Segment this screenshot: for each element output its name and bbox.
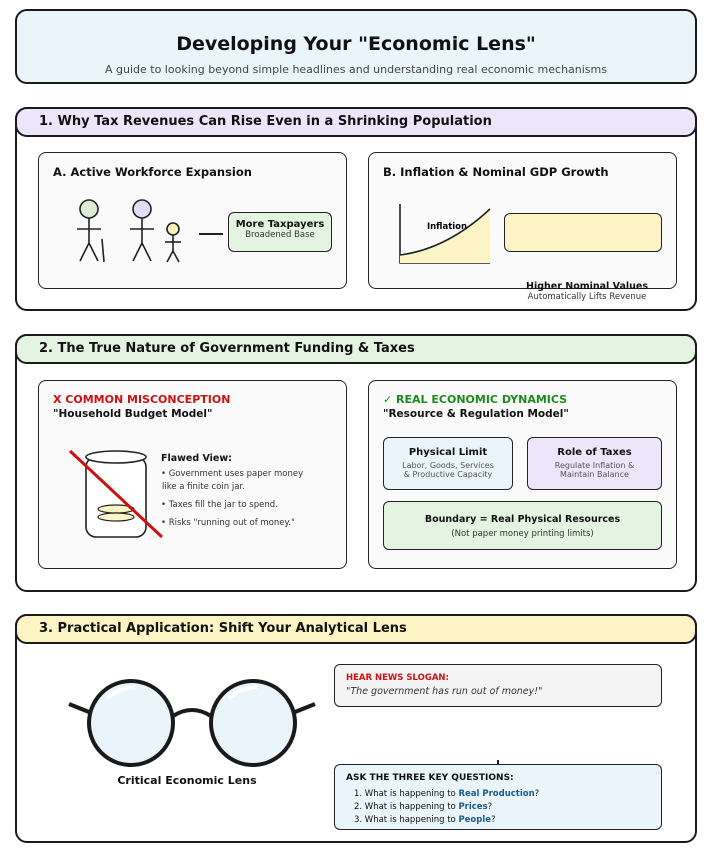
inflation-curve-icon: Inflation [399, 204, 491, 264]
flawed-bullet: • Risks "running out of money." [161, 518, 295, 528]
flawed-view-title: Flawed View: [161, 453, 232, 464]
questions-heading: ASK THE THREE KEY QUESTIONS: [346, 773, 514, 783]
result-title: Higher Nominal Values [526, 281, 648, 292]
question-prefix: 3. What is happening to [354, 815, 459, 825]
section-title: 2. The True Nature of Government Funding… [15, 334, 697, 364]
question-prefix: 1. What is happening to [354, 789, 459, 799]
section-government-funding: 2. The True Nature of Government Funding… [15, 334, 697, 592]
person-icon [77, 199, 101, 262]
question-item: 3. What is happening to People? [346, 814, 661, 827]
card-inflation-gdp: B. Inflation & Nominal GDP Growth Inflat… [368, 152, 677, 289]
card-title: A. Active Workforce Expansion [53, 165, 252, 179]
question-suffix: ? [491, 815, 496, 825]
question-key: Real Production [458, 789, 535, 799]
section-tax-revenues: 1. Why Tax Revenues Can Rise Even in a S… [15, 107, 697, 311]
question-prefix: 2. What is happening to [354, 802, 459, 812]
question-key: Prices [458, 802, 488, 812]
boundary-box: Boundary = Real Physical Resources (Not … [383, 501, 662, 550]
page-title: Developing Your "Economic Lens" [176, 33, 536, 55]
nominal-values-label: Higher Nominal Values Automatically Lift… [497, 281, 677, 302]
crossed-jar-icon [68, 449, 164, 539]
cane-icon [101, 238, 105, 263]
role-of-taxes-box: Role of Taxes Regulate Inflation & Maint… [527, 437, 662, 490]
question-item: 2. What is happening to Prices? [346, 801, 661, 814]
page-header: Developing Your "Economic Lens" A guide … [15, 9, 697, 84]
role-of-taxes-title: Role of Taxes [557, 447, 632, 458]
role-of-taxes-line: Regulate Inflation & [554, 461, 635, 470]
connector-line [497, 760, 499, 766]
key-questions-box: ASK THE THREE KEY QUESTIONS: 1. What is … [334, 764, 662, 830]
question-item: 1. What is happening to Real Production? [346, 788, 661, 801]
question-key: People [458, 815, 492, 825]
page-subtitle: A guide to looking beyond simple headlin… [104, 63, 607, 76]
card-title: B. Inflation & Nominal GDP Growth [383, 165, 609, 179]
connector-line [199, 233, 223, 235]
boundary-subtitle: (Not paper money printing limits) [451, 529, 594, 539]
physical-limit-line: Labor, Goods, Services [402, 461, 494, 470]
card-misconception: X COMMON MISCONCEPTION "Household Budget… [38, 380, 347, 569]
person-icon [165, 222, 181, 263]
misconception-heading: X COMMON MISCONCEPTION [53, 393, 231, 406]
person-icon [130, 199, 154, 262]
news-slogan-box: HEAR NEWS SLOGAN: "The government has ru… [334, 664, 662, 707]
box-title: More Taxpayers [235, 219, 325, 230]
card-workforce-expansion: A. Active Workforce Expansion [38, 152, 347, 289]
dynamics-heading: ✓ REAL ECONOMIC DYNAMICS [383, 393, 568, 406]
misconception-model: "Household Budget Model" [53, 408, 213, 420]
glasses-icon [68, 679, 316, 767]
slogan-heading: HEAR NEWS SLOGAN: [346, 673, 449, 683]
people-illustration [77, 199, 181, 263]
boundary-title: Boundary = Real Physical Resources [424, 514, 621, 525]
result-subtitle: Automatically Lifts Revenue [527, 292, 647, 302]
card-real-dynamics: ✓ REAL ECONOMIC DYNAMICS "Resource & Reg… [368, 380, 677, 569]
box-subtitle: Broadened Base [245, 230, 315, 240]
physical-limit-title: Physical Limit [408, 447, 488, 458]
question-suffix: ? [487, 802, 493, 812]
flawed-view: Flawed View: • Government uses paper mon… [161, 453, 341, 530]
section-practical-application: 3. Practical Application: Shift Your Ana… [15, 614, 697, 843]
curve-label: Inflation [427, 222, 467, 232]
flawed-bullet: like a finite coin jar. [162, 482, 245, 492]
dynamics-model: "Resource & Regulation Model" [383, 408, 569, 420]
flawed-bullet: • Government uses paper money [161, 469, 304, 479]
section-title: 3. Practical Application: Shift Your Ana… [15, 614, 697, 644]
physical-limit-box: Physical Limit Labor, Goods, Services & … [383, 437, 513, 490]
flawed-bullet: • Taxes fill the jar to spend. [161, 500, 278, 510]
section-title: 1. Why Tax Revenues Can Rise Even in a S… [15, 107, 697, 137]
slogan-text: "The government has run out of money!" [346, 686, 543, 697]
nominal-values-box [504, 213, 662, 252]
role-of-taxes-line: Maintain Balance [560, 470, 629, 479]
lens-label: Critical Economic Lens [117, 774, 257, 787]
physical-limit-line: & Productive Capacity [403, 470, 493, 479]
question-suffix: ? [534, 789, 540, 799]
more-taxpayers-box: More Taxpayers Broadened Base [228, 212, 332, 252]
